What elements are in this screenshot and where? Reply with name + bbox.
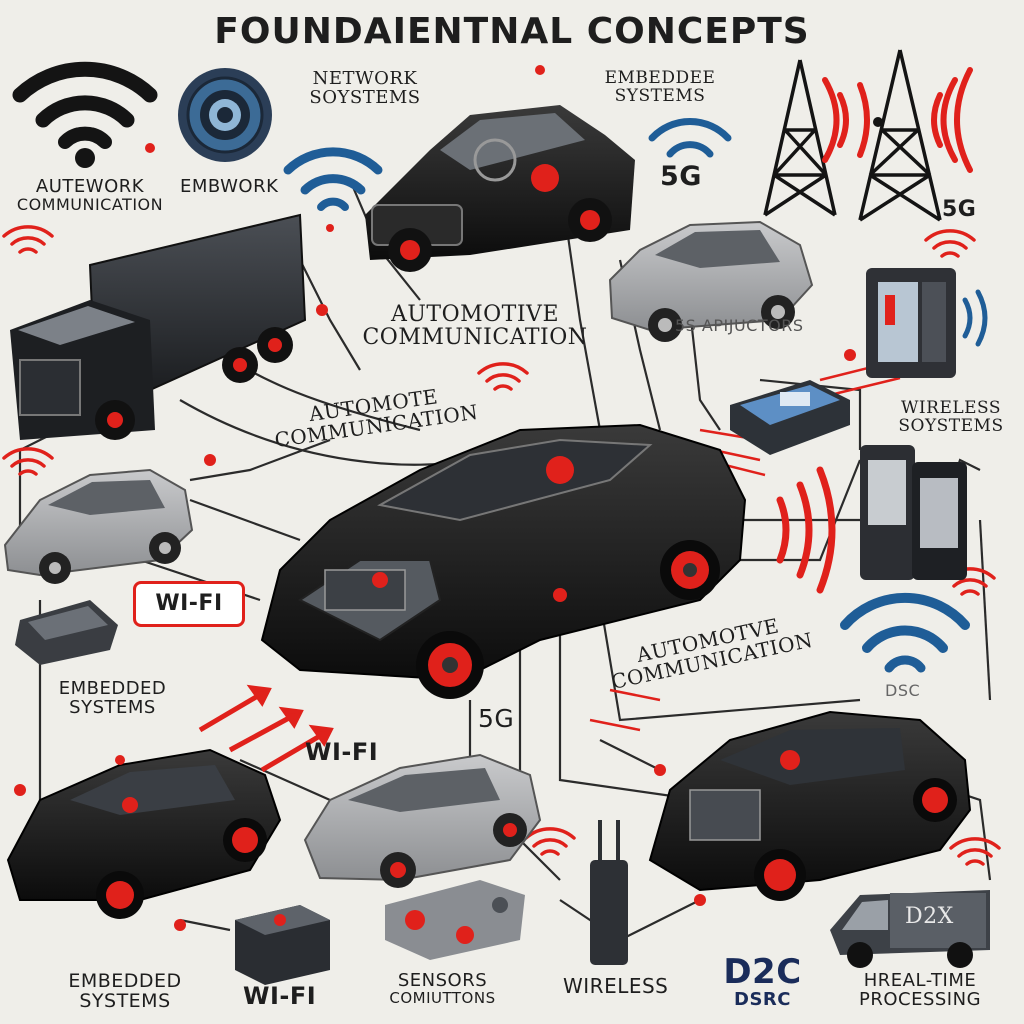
label-automotive-line1: AUTOMOTIVE	[390, 302, 559, 327]
label-5g-tower: 5G	[942, 197, 977, 222]
label-autework-line1: AUTEWORK	[35, 176, 145, 197]
label-automotive-line2: COMMUNICATION	[362, 325, 588, 351]
wifi-icon	[648, 118, 732, 158]
label-apijuctors: 5S APIJUCTORS	[675, 316, 804, 335]
label-wireless-systems: WIRELESS SOYSTEMS	[880, 398, 1022, 436]
label-embwork: EMBWORK	[180, 176, 279, 197]
wifi-icon	[12, 61, 158, 168]
device-icon	[866, 268, 956, 378]
label-5g-mid: 5G	[478, 704, 515, 733]
antenna-unit-icon	[590, 820, 628, 965]
page-title: FOUNDAIENTNAL CONCEPTS	[214, 11, 810, 52]
label-wireless-systems-line2: SOYSTEMS	[898, 415, 1004, 436]
label-realtime-processing: HREAL-TIME PROCESSING	[835, 970, 1005, 1010]
car-icon	[303, 753, 542, 888]
label-realtime-line2: PROCESSING	[858, 988, 982, 1010]
label-embedded-bottom-line2: SYSTEMS	[79, 989, 171, 1012]
label-autework: AUTEWORK COMMUNICATION	[5, 176, 175, 214]
label-sensors: SENSORS COMIUTTONS	[350, 970, 535, 1007]
label-dsc: DSC	[885, 681, 921, 700]
truck-icon	[10, 213, 307, 440]
arrows-icon	[198, 684, 334, 773]
label-d2c-line1: D2C	[723, 952, 802, 992]
router-icon	[235, 905, 330, 985]
cell-tower-icon	[763, 59, 837, 217]
label-wireless-bottom: WIRELESS	[563, 974, 669, 998]
car-icon	[6, 748, 282, 919]
signal-waves-icon	[822, 67, 973, 173]
wifi-badge: WI-FI	[133, 581, 245, 627]
car-icon	[608, 220, 814, 342]
label-embeddee-line2: SYSTEMS	[614, 85, 706, 106]
chip-badge-icon	[178, 68, 272, 162]
label-embedded-mid-line2: SYSTEMS	[69, 696, 156, 718]
label-sensors-line1: SENSORS	[397, 970, 488, 991]
label-embedded-systems-bottom: EMBEDDED SYSTEMS	[40, 970, 210, 1012]
label-network-systems-line2: SOYSTEMS	[309, 86, 421, 108]
label-embedded-systems-mid: EMBEDDED SYSTEMS	[35, 678, 190, 718]
van-icon	[830, 890, 990, 968]
label-van: D2X	[905, 904, 954, 929]
signal-waves-icon	[2, 225, 1001, 866]
label-embedded-mid-line1: EMBEDDED	[58, 678, 167, 699]
label-embeddee-line1: EMBEDDEE	[604, 68, 716, 88]
wifi-icon	[962, 289, 988, 347]
wifi-icon	[283, 147, 383, 211]
label-automotive-communication: AUTOMOTIVE COMMUNICATION	[350, 303, 600, 349]
label-d2c-line2: DSRC	[734, 988, 791, 1010]
label-network-systems: NETWORK SOYSTEMS	[290, 68, 440, 108]
chip-module-icon	[15, 600, 118, 665]
label-wifi-bottom: WI-FI	[243, 982, 317, 1010]
cell-tower-icon	[858, 49, 942, 222]
wifi-icon	[840, 592, 970, 673]
label-d2c-dsrc: D2C DSRC	[710, 952, 815, 1010]
chip-module-icon	[730, 380, 850, 455]
signal-waves-icon	[776, 466, 836, 594]
label-network-systems-line1: NETWORK	[312, 68, 418, 89]
sensor-icon	[385, 880, 525, 960]
central-car-icon	[260, 423, 747, 699]
car-icon	[648, 710, 972, 901]
suv-car-icon	[365, 105, 635, 272]
car-icon	[3, 468, 194, 584]
label-wireless-systems-line1: WIRELESS	[900, 398, 1002, 418]
label-embeddee-systems: EMBEDDEE SYSTEMS	[585, 68, 735, 106]
label-sensors-line2: COMIUTTONS	[389, 988, 496, 1007]
label-autework-line2: COMMUNICATION	[16, 194, 164, 214]
label-wifi-mid: WI-FI	[305, 738, 379, 766]
label-realtime-line1: HREAL-TIME	[863, 970, 977, 991]
signal-dot	[873, 117, 883, 127]
label-embedded-bottom-line1: EMBEDDED	[68, 970, 182, 992]
label-5g-top: 5G	[660, 161, 702, 192]
node-dots	[14, 65, 856, 931]
device-icon	[860, 445, 967, 580]
